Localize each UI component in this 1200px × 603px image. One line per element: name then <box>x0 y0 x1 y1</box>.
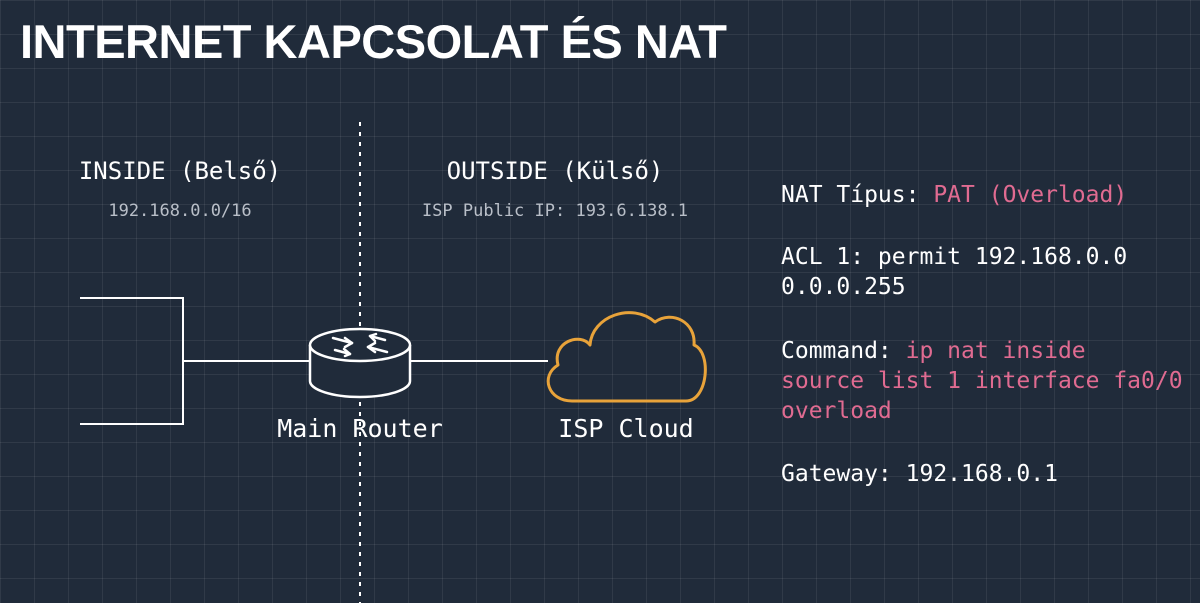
router-icon <box>308 327 412 399</box>
command-label: Command: <box>781 338 906 364</box>
inside-network-label: 192.168.0.0/16 <box>108 201 252 221</box>
acl-line-2: 0.0.0.255 <box>781 274 906 300</box>
page-title: INTERNET KAPCSOLAT ÉS NAT <box>20 15 727 68</box>
command-text-1: ip nat inside <box>905 338 1086 364</box>
nat-type-label: NAT Típus: <box>781 182 934 208</box>
command-line-2: source list 1 interface fa0/0 <box>781 368 1183 394</box>
gateway-line: Gateway: 192.168.0.1 <box>781 461 1058 487</box>
outside-zone-label: OUTSIDE (Külső) <box>446 157 664 185</box>
command-line-1: Command: ip nat inside <box>781 336 1183 366</box>
cloud-label: ISP Cloud <box>558 414 694 443</box>
inside-zone-label: INSIDE (Belső) <box>78 157 282 185</box>
router-label: Main Router <box>277 414 443 443</box>
inside-lan-bracket <box>80 297 184 425</box>
acl-line-1: ACL 1: permit 192.168.0.0 <box>781 244 1128 270</box>
cloud-icon <box>546 311 707 403</box>
command-line-3: overload <box>781 398 892 424</box>
outside-network-label: ISP Public IP: 193.6.138.1 <box>421 201 689 221</box>
nat-type-value: PAT (Overload) <box>933 182 1128 208</box>
acl-block: ACL 1: permit 192.168.0.0 0.0.0.255 <box>781 242 1127 302</box>
nat-type-line: NAT Típus: PAT (Overload) <box>781 180 1127 210</box>
